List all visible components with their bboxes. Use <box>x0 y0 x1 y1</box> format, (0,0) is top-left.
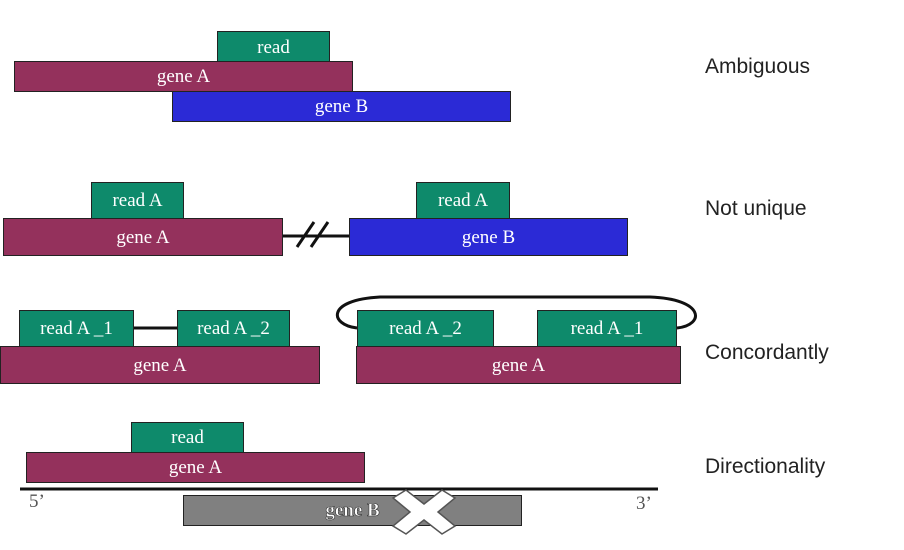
not-unique-gene-b-label: gene B <box>461 226 516 248</box>
ambiguous-read-label: read <box>257 36 290 58</box>
pair-arc <box>335 295 697 330</box>
directionality-gene-b-crossed: gene B <box>183 495 522 526</box>
ambiguous-title: Ambiguous <box>705 55 811 78</box>
concordantly-title: Concordantly <box>705 341 829 364</box>
concordant-left-read-1: read A _1 <box>19 310 134 347</box>
ambiguous-gene-b: gene B <box>172 91 511 122</box>
concordant-right-read-1-label: read A _1 <box>570 318 644 339</box>
directionality-title: Directionality <box>705 455 826 478</box>
directionality-read-label: read <box>171 427 204 448</box>
ambiguous-gene-a-label: gene A <box>156 66 211 87</box>
concordant-right-read-2-label: read A _2 <box>389 318 462 339</box>
ambiguous-gene-b-label: gene B <box>314 96 369 117</box>
not-unique-read-left: read A <box>91 182 184 219</box>
concordant-left-read-1-label: read A _1 <box>40 318 113 339</box>
break-mark-1 <box>295 221 316 248</box>
directionality-read: read <box>131 422 244 453</box>
concordant-left-read-2-label: read A _2 <box>197 318 270 339</box>
not-unique-gene-a: gene A <box>3 218 283 256</box>
not-unique-gene-b: gene B <box>349 218 628 256</box>
not-unique-read-left-label: read A <box>112 190 163 211</box>
concordant-left-gene-a-label: gene A <box>133 354 187 376</box>
concordant-right-read-2: read A _2 <box>357 310 494 347</box>
not-unique-gene-a-label: gene A <box>116 226 170 248</box>
concordant-right-read-1: read A _1 <box>537 310 677 347</box>
concordant-left-gene-a: gene A <box>0 346 320 384</box>
break-mark-2 <box>309 221 330 248</box>
directionality-gene-a-label: gene A <box>168 457 223 478</box>
not-unique-title: Not unique <box>705 197 807 220</box>
not-unique-read-right-label: read A <box>437 190 489 211</box>
five-prime-label: 5’ <box>29 491 45 512</box>
directionality-gene-a: gene A <box>26 452 365 483</box>
concordant-left-read-2: read A _2 <box>177 310 290 347</box>
directionality-gene-b-label: gene B <box>325 500 380 521</box>
concordant-right-gene-a: gene A <box>356 346 681 384</box>
ambiguous-gene-a: gene A <box>14 61 353 92</box>
concordant-right-gene-a-label: gene A <box>491 354 546 376</box>
not-unique-read-right: read A <box>416 182 510 219</box>
ambiguous-read: read <box>217 31 330 63</box>
three-prime-label: 3’ <box>636 493 652 514</box>
